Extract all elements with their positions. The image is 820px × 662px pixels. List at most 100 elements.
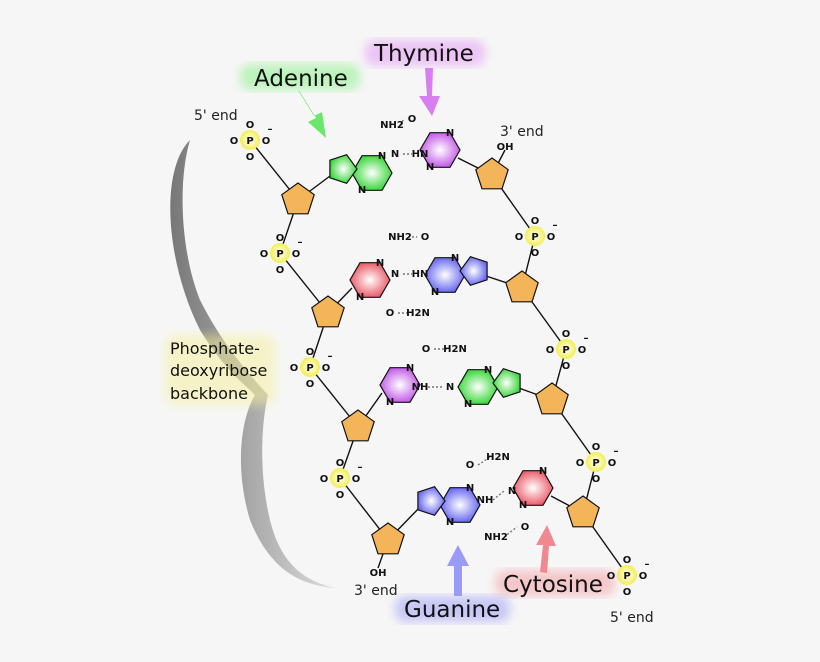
backbone-brace xyxy=(170,140,335,588)
deoxyribose-sugar xyxy=(505,270,539,303)
atom-label-o: O xyxy=(515,232,524,243)
phosphate-group xyxy=(556,339,576,359)
atom-label-o: O xyxy=(276,233,285,244)
atom-label-o: O xyxy=(639,571,648,582)
atom-label-n: N xyxy=(406,363,414,374)
atom-label-o: O xyxy=(386,308,395,319)
atom-label-n: N xyxy=(539,466,547,477)
atom-label-n: N xyxy=(386,397,394,408)
backbone-label-line3: backbone xyxy=(170,384,248,403)
atom-label-p: P xyxy=(562,345,569,356)
atom-label-o: O xyxy=(336,490,345,501)
atom-label-minus: – xyxy=(614,446,619,457)
atom-label-o: O xyxy=(322,363,331,374)
deoxyribose-sugar xyxy=(475,157,509,190)
atom-label-n: N xyxy=(484,365,492,376)
atom-label-minus: – xyxy=(328,351,333,362)
adenine-imidazole-ring xyxy=(329,153,358,185)
atom-label-o: O xyxy=(546,345,555,356)
atom-label-nh2: NH2 xyxy=(380,120,404,131)
adenine-arrow xyxy=(298,90,326,138)
atom-label-n: N xyxy=(446,382,454,393)
atom-label-n: N xyxy=(431,287,439,298)
adenine-label: Adenine xyxy=(254,66,348,92)
atom-label-o: O xyxy=(246,120,255,131)
atom-label-n: N xyxy=(451,253,459,264)
atom-label-o: O xyxy=(623,587,632,598)
five-prime-bottom-label: 5' end xyxy=(610,610,654,626)
atom-label-nh: NH xyxy=(412,382,429,393)
atom-label-n: N xyxy=(391,269,399,280)
adenine-imidazole-ring xyxy=(492,367,521,399)
bond xyxy=(399,118,405,126)
cytosine-label: Cytosine xyxy=(503,572,603,598)
phosphate-group xyxy=(300,357,320,377)
atom-label-n: N xyxy=(426,162,434,173)
atom-label-n: N xyxy=(378,151,386,162)
atom-label-o: O xyxy=(608,458,617,469)
atom-label-o: O xyxy=(562,361,571,372)
atom-label-o: O xyxy=(352,474,361,485)
phosphate-group xyxy=(330,468,350,488)
bond xyxy=(503,526,518,538)
guanine-imidazole-ring xyxy=(417,485,446,517)
atom-label-o: O xyxy=(260,249,269,260)
cytosine-ring xyxy=(512,470,554,506)
three-prime-bottom-label: 3' end xyxy=(354,583,398,599)
atom-label-n: N xyxy=(464,399,472,410)
atom-label-o: O xyxy=(421,232,430,243)
atom-label-nh2: NH2 xyxy=(484,532,508,543)
atom-label-p: P xyxy=(623,571,630,582)
guanine-arrow xyxy=(447,545,469,596)
atom-label-o: O xyxy=(262,136,271,147)
atom-label-n: N xyxy=(391,149,399,160)
adenine-glow xyxy=(240,64,360,90)
guanine-glow xyxy=(395,596,510,622)
atom-label-minus: – xyxy=(584,333,589,344)
phosphate-group xyxy=(240,130,260,150)
atom-label-o: O xyxy=(422,344,431,355)
atom-label-o: O xyxy=(246,152,255,163)
cytosine-ring xyxy=(349,262,391,298)
atom-label-o: O xyxy=(230,136,239,147)
atom-label-o: O xyxy=(306,347,315,358)
atom-label-o: O xyxy=(531,216,540,227)
atom-label-o: O xyxy=(607,571,616,582)
backbone-label-line2: deoxyribose xyxy=(170,361,267,380)
bond xyxy=(477,456,491,466)
deoxyribose-sugar xyxy=(341,409,375,442)
atom-label-o: O xyxy=(408,114,417,125)
atom-label-o: O xyxy=(290,363,299,374)
phosphate-group xyxy=(586,452,606,472)
atom-label-o: O xyxy=(592,474,601,485)
atom-label-p: P xyxy=(276,249,283,260)
atom-label-p: P xyxy=(531,232,538,243)
guanine-label: Guanine xyxy=(404,597,500,623)
atom-label-n: N xyxy=(446,128,454,139)
atom-label-o: O xyxy=(531,248,540,259)
atom-label-h2n: H2N xyxy=(486,452,510,463)
five-prime-top-label: 5' end xyxy=(194,108,238,124)
atom-label-o: O xyxy=(466,460,475,471)
atom-label-n: N xyxy=(358,185,366,196)
backbone-label-line1: Phosphate- xyxy=(170,339,260,358)
atom-label-o: O xyxy=(623,555,632,566)
atom-label-p: P xyxy=(306,363,313,374)
guanine-ring xyxy=(424,257,466,293)
atom-label-oh: OH xyxy=(497,142,514,153)
guanine-imidazole-ring xyxy=(459,255,488,287)
deoxyribose-sugar xyxy=(535,382,569,415)
adenine-ring xyxy=(457,369,499,405)
atom-label-p: P xyxy=(336,474,343,485)
atom-label-minus: – xyxy=(553,220,558,231)
atom-label-o: O xyxy=(562,329,571,340)
phosphate-group xyxy=(525,226,545,246)
bond xyxy=(492,490,505,501)
deoxyribose-sugar xyxy=(371,522,405,555)
thymine-ring xyxy=(379,367,421,403)
phosphate-group xyxy=(270,243,290,263)
thymine-ring xyxy=(419,132,461,168)
atom-label-minus: – xyxy=(298,237,303,248)
